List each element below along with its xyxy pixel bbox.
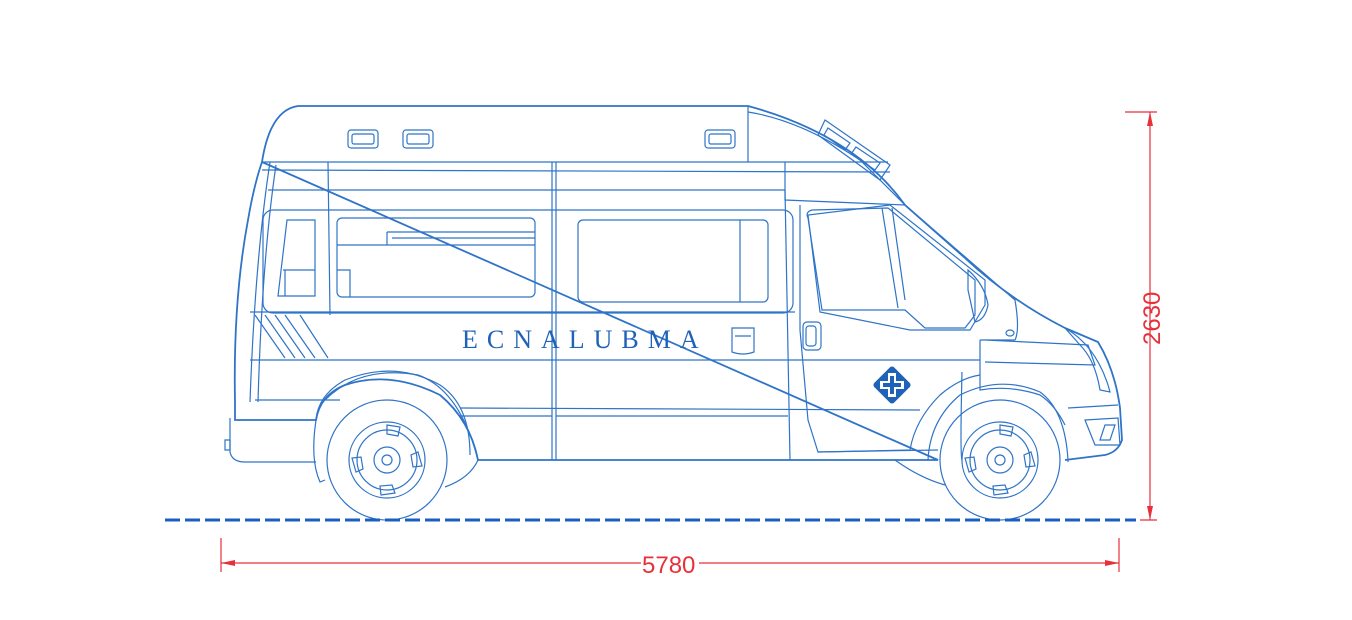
vehicle-body xyxy=(224,105,1123,488)
side-lettering: ECNALUBMA xyxy=(462,325,708,354)
star-of-life-emblem-icon xyxy=(873,366,911,404)
length-value: 5780 xyxy=(642,552,695,579)
rear-wheel xyxy=(326,399,448,521)
length-dimension xyxy=(220,538,1120,572)
height-dimension xyxy=(1125,111,1157,521)
height-value: 2630 xyxy=(1139,292,1166,345)
front-wheel xyxy=(939,399,1061,521)
